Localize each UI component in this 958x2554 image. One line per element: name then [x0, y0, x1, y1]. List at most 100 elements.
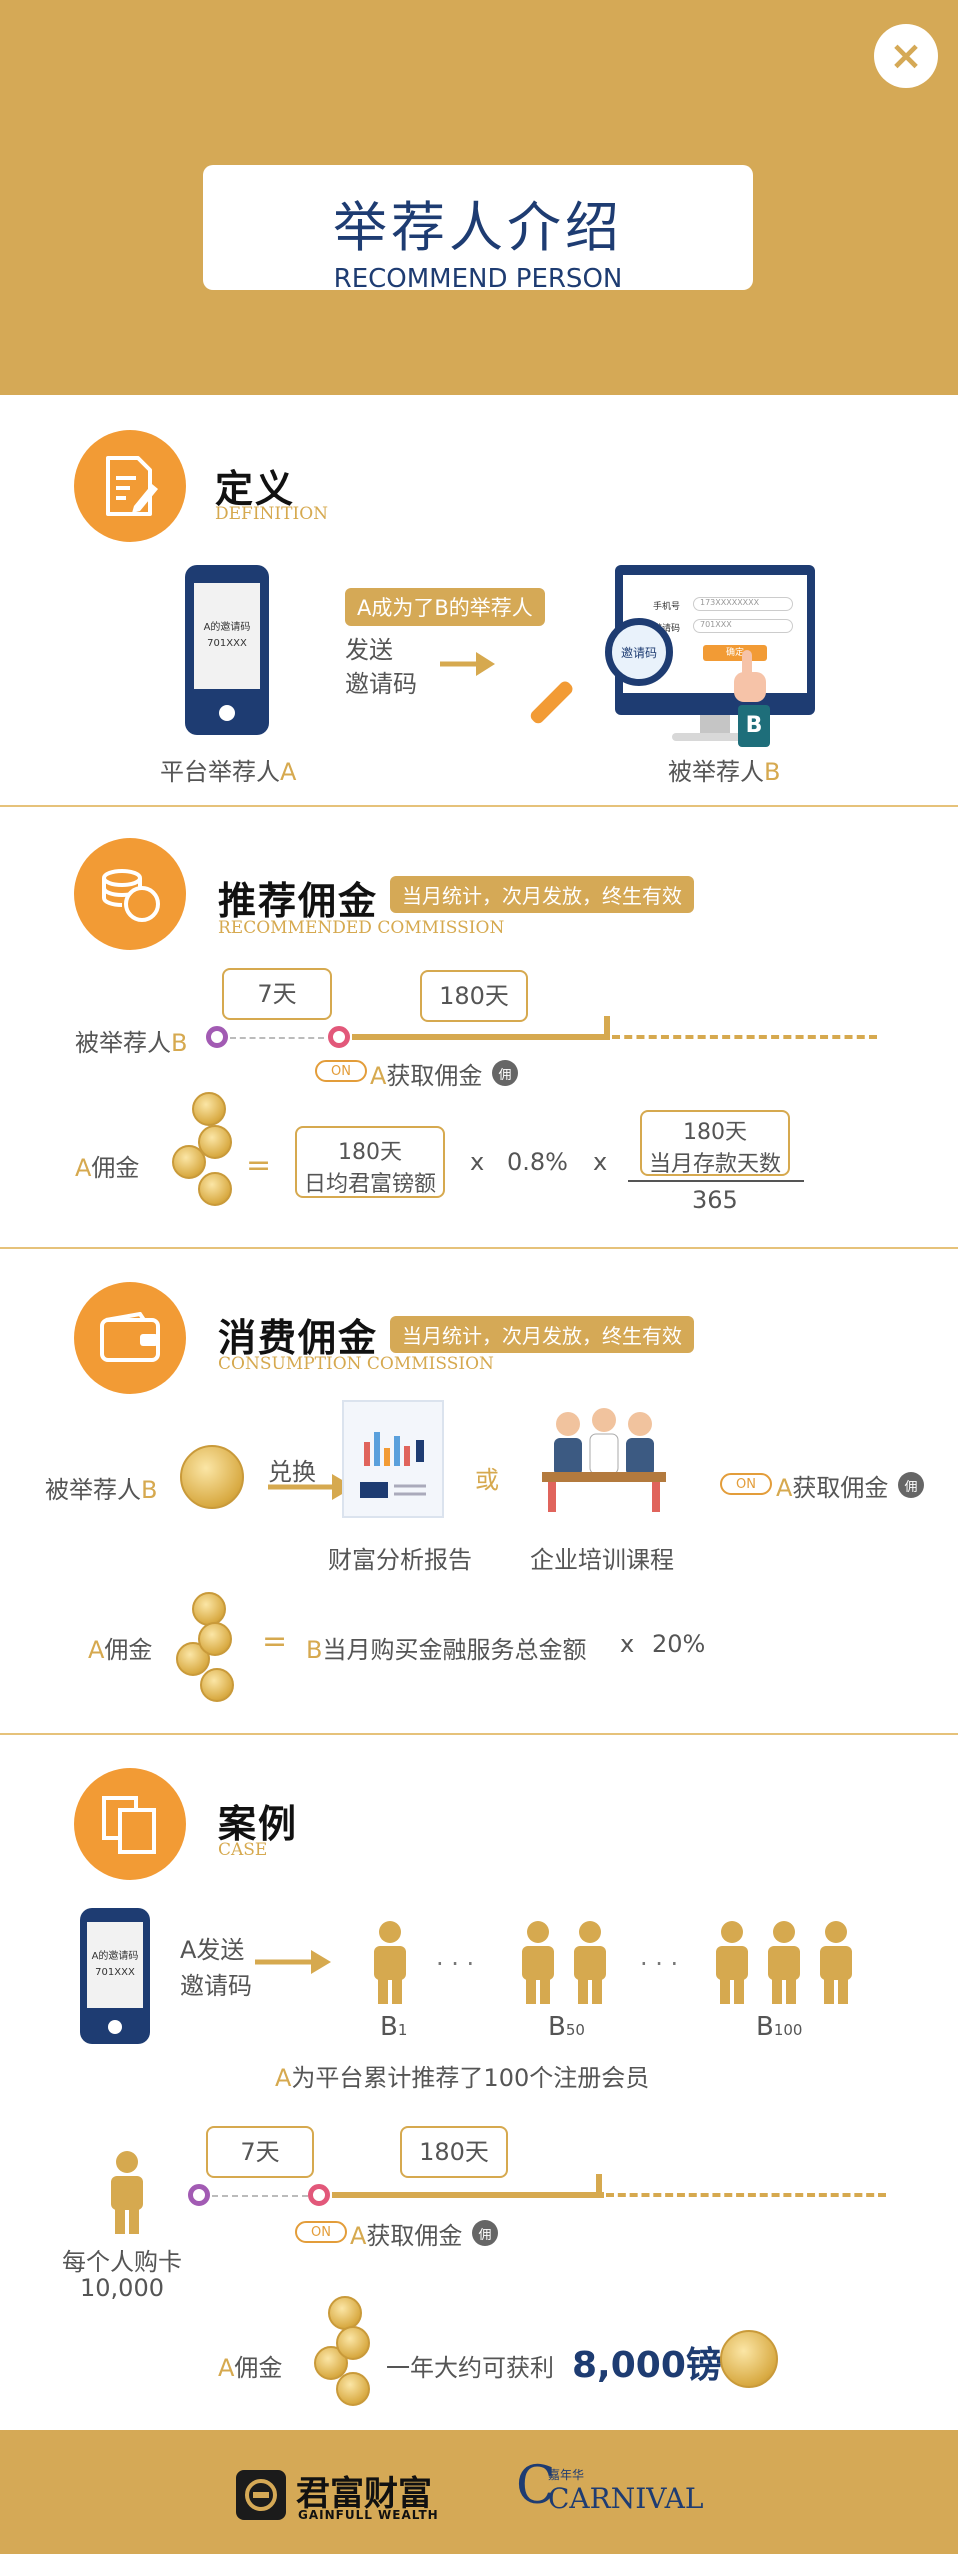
documents-icon — [102, 1796, 156, 1854]
label-letter: A — [275, 2064, 292, 2092]
gold-coin-icon — [336, 2372, 370, 2406]
relation-tag: A成为了B的举荐人 — [345, 588, 545, 626]
close-button[interactable]: × — [874, 24, 938, 88]
label-text: 佣金 — [104, 1636, 153, 1664]
magnifier-text: 邀请码 — [620, 645, 657, 660]
formula-label: A佣金 — [75, 1148, 139, 1183]
report-illustration — [342, 1400, 444, 1518]
definition-title: 定义 — [215, 467, 296, 511]
label-letter: B — [548, 2012, 566, 2042]
consumption-title: 消费佣金 — [218, 1316, 379, 1360]
person-icon — [716, 1921, 748, 2004]
person-b-badge: B — [738, 705, 770, 747]
monitor-code-field: 701XXX — [693, 619, 793, 633]
pointer-hand-icon — [734, 650, 766, 702]
fraction-line — [628, 1180, 804, 1182]
label-letter: B — [756, 2012, 774, 2042]
document-edit-icon — [106, 456, 158, 516]
case-icon-circle — [74, 1768, 186, 1880]
box-7-days: 7天 — [206, 2126, 314, 2178]
title-card: 举荐人介绍 RECOMMEND PERSON — [203, 165, 753, 294]
box-line: 180天 — [683, 1120, 747, 1145]
gold-coin-icon — [328, 2296, 362, 2330]
gainfull-logo-en: GAINFULL WEALTH — [298, 2508, 439, 2522]
label-text: 佣金 — [91, 1154, 140, 1182]
report-label: 财富分析报告 — [328, 1546, 472, 1574]
commission-coin-icon: 佣 — [898, 1472, 924, 1498]
label-text: 获取佣金 — [386, 1062, 483, 1090]
phone-illustration: A的邀请码 701XXX — [185, 565, 269, 735]
consumption-icon-circle — [74, 1282, 186, 1394]
timeline-marker — [604, 1016, 610, 1036]
label-text: 佣金 — [234, 2354, 283, 2382]
invite-code-label: 邀请码 — [345, 670, 417, 698]
definition-icon-circle — [74, 430, 186, 542]
label-text: 被举荐人 — [45, 1476, 141, 1504]
box-line: 180天 — [338, 1140, 402, 1165]
gold-coin-icon — [180, 1445, 244, 1509]
ellipsis: · · · — [436, 1950, 475, 1978]
monitor-phone-field: 173XXXXXXXX — [693, 597, 793, 611]
section-divider — [0, 1733, 958, 1735]
gold-coin-icon — [720, 2330, 778, 2388]
label-b1: B1 — [380, 2012, 407, 2042]
gold-coin-icon — [198, 1125, 232, 1159]
phone-text: A的邀请码 — [203, 622, 251, 633]
label-letter: A — [370, 1062, 387, 1090]
timeline-start-dot — [188, 2184, 210, 2206]
caption-text: 被举荐人 — [668, 758, 764, 786]
gold-coin-icon — [336, 2326, 370, 2360]
definition-subtitle: DEFINITION — [215, 504, 329, 524]
label-letter: B — [380, 2012, 398, 2042]
coins-icon — [102, 869, 160, 922]
monitor-label-code: 邀请码 — [653, 624, 681, 634]
or-label: 或 — [475, 1466, 499, 1494]
gainfull-logo-icon — [236, 2470, 286, 2520]
monitor-label-phone: 手机号 — [653, 602, 681, 612]
label-letter: A — [75, 1154, 92, 1182]
label-text: 获取佣金 — [366, 2222, 463, 2250]
person-icon — [374, 1921, 406, 2004]
timeline-grey-dash — [212, 2195, 308, 2197]
commission-coin-icon: 佣 — [492, 1060, 518, 1086]
magnifier-icon: 邀请码 — [605, 618, 673, 686]
label-letter: B — [306, 1636, 323, 1664]
rate-value: 20% — [652, 1630, 706, 1658]
case-summary: A为平台累计推荐了100个注册会员 — [275, 2058, 649, 2093]
phone-home-button — [219, 705, 235, 721]
each-person-amount: 10,000 — [80, 2274, 164, 2302]
box-180-days: 180天 — [420, 970, 528, 1022]
times-sign: x — [620, 1630, 635, 1658]
logo-mark — [245, 2479, 277, 2511]
wallet-icon — [100, 1312, 160, 1362]
label-text: 被举荐人 — [75, 1029, 171, 1057]
carnival-logo-small: 嘉年华 — [548, 2468, 585, 2482]
page-subtitle: RECOMMEND PERSON — [333, 264, 623, 294]
box-7-days: 7天 — [222, 968, 332, 1020]
on-toggle-badge: ON — [295, 2221, 347, 2243]
person-icon — [820, 1921, 852, 2004]
phone-illustration: A的邀请码 701XXX — [80, 1908, 150, 2044]
timeline-mid-dot — [308, 2184, 330, 2206]
meeting-people-icon — [542, 1408, 666, 1512]
box-180-days: 180天 — [400, 2126, 508, 2178]
caption-letter: B — [764, 758, 781, 786]
daily-balance-box: 180天 日均君富镑额 — [295, 1126, 445, 1198]
label-text: 获取佣金 — [792, 1474, 889, 1502]
footer-banner — [0, 2430, 958, 2554]
times-sign: x — [470, 1148, 485, 1176]
times-sign: x — [593, 1148, 608, 1176]
label-letter: B — [141, 1476, 158, 1504]
each-person-label: 每个人购卡 — [62, 2248, 182, 2276]
ellipsis: · · · — [640, 1950, 679, 1978]
phone-code: 701XXX — [95, 1967, 135, 1978]
commission-coin-icon: 佣 — [472, 2220, 498, 2246]
formula-text: B当月购买金融服务总金额 — [306, 1630, 586, 1665]
case-title: 案例 — [218, 1802, 299, 1846]
get-commission-label: A获取佣金 — [350, 2216, 462, 2251]
phone-screen: A的邀请码 701XXX — [87, 1922, 143, 2008]
box-line: 当月存款天数 — [648, 1152, 781, 1177]
timeline-grey-dash — [230, 1037, 324, 1039]
commission-tag: 当月统计，次月发放，终生有效 — [390, 876, 694, 913]
send-label: A发送 — [180, 1936, 245, 1964]
